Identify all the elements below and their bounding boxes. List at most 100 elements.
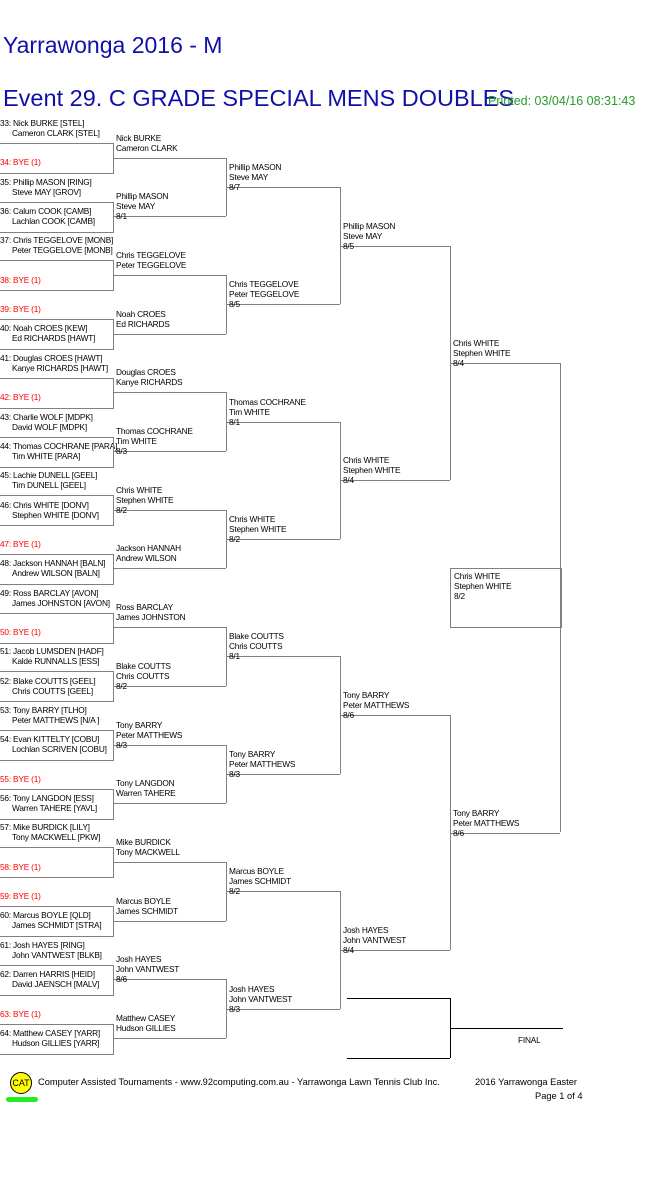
entry-player-1: Marcus BOYLE [QLD]	[13, 910, 91, 921]
entry-player-1: Ross BARCLAY [AVON]	[13, 587, 99, 598]
entry-number: 55:	[0, 773, 14, 784]
round-3-player-2: Tim WHITE	[229, 406, 270, 417]
round-2-line	[113, 392, 226, 394]
round-2-player-1: Ross BARCLAY	[116, 602, 173, 613]
round-3-line	[226, 773, 340, 775]
round-3-player-1: Chris TEGGELOVE	[229, 279, 299, 290]
round-2-line	[113, 1038, 226, 1039]
draw-entry: 33: Nick BURKE [STEL]	[0, 118, 85, 128]
bye-label: BYE (1)	[13, 626, 41, 637]
round-3-player-1: Tony BARRY	[229, 748, 276, 759]
draw-entry: 36: Calum COOK [CAMB]	[0, 206, 91, 216]
draw-entry: 57: Mike BURDICK [LILY]	[0, 822, 90, 832]
entry-number: 60:	[0, 910, 14, 921]
round-2-score: 8/6	[116, 974, 127, 985]
round-3-line	[226, 1008, 340, 1010]
tournament-title: Yarrawonga 2016 - M	[3, 32, 223, 58]
draw-entry-bye: 39: BYE (1)	[0, 304, 41, 314]
entry-number: 59:	[0, 891, 14, 902]
entry-player-1: Calum COOK [CAMB]	[13, 206, 92, 217]
round-2-player-2: Peter MATTHEWS	[116, 729, 183, 740]
draw-entry: 51: Jacob LUMSDEN [HADF]	[0, 646, 104, 656]
round-2-player-1: Douglas CROES	[116, 367, 176, 378]
round-3-connector	[340, 421, 341, 539]
round-2-line	[113, 157, 226, 159]
round-2-player-2: Andrew WILSON	[116, 553, 177, 564]
round-3-score: 8/1	[229, 651, 240, 662]
round-3-score: 8/2	[229, 534, 240, 544]
entry-player-2: Lachlan COOK [CAMB]	[12, 216, 95, 227]
round-2-player-1: Chris TEGGELOVE	[116, 249, 186, 260]
round-2-player-1: Josh HAYES	[116, 954, 162, 965]
entry-player-2: Peter TEGGELOVE [MONB]	[12, 245, 113, 256]
round-2-player-1: Thomas COCHRANE	[116, 426, 193, 436]
entry-player-1: Chris WHITE [DONV]	[13, 499, 89, 510]
round-2-line	[113, 509, 226, 511]
draw-entry: 46: Chris WHITE [DONV]	[0, 500, 89, 510]
round-4-player-2: Stephen WHITE	[343, 465, 401, 476]
entry-player-2: Tony MACKWELL [PKW]	[12, 832, 101, 843]
round-2-player-2: Kanye RICHARDS	[116, 377, 183, 388]
round-4-score: 8/6	[343, 710, 354, 721]
first-round-match-box	[0, 788, 114, 820]
draw-entry-bye: 58: BYE (1)	[0, 862, 41, 872]
round-3-player-2: Stephen WHITE	[229, 524, 287, 534]
round-3-line	[226, 656, 340, 658]
round-4-line	[340, 715, 450, 717]
round-5-player-1: Tony BARRY	[453, 807, 500, 818]
round-2-player-1: Matthew CASEY	[116, 1013, 176, 1023]
round-2-line	[113, 216, 226, 218]
round-2-score: 8/1	[116, 211, 127, 222]
round-3-score: 8/3	[229, 768, 240, 779]
round-3-player-2: Peter MATTHEWS	[229, 758, 296, 769]
entry-player-2: Warren TAHERE [YAVL]	[12, 803, 97, 814]
entry-number: 41:	[0, 352, 14, 363]
draw-entry: 40: Noah CROES [KEW]	[0, 323, 88, 334]
entry-number: 37:	[0, 235, 14, 246]
footer-credit: Computer Assisted Tournaments - www.92co…	[38, 1077, 440, 1087]
draw-entry-bye: 59: BYE (1)	[0, 891, 41, 901]
entry-number: 58:	[0, 861, 14, 872]
round-2-score: 8/3	[116, 446, 127, 456]
entry-number: 52:	[0, 675, 14, 686]
entry-player-1: Tony BARRY [TLHO]	[12, 705, 87, 715]
entry-number: 48:	[0, 558, 14, 569]
round-2-player-1: Marcus BOYLE	[116, 895, 171, 906]
draw-entry: 56: Tony LANGDON [ESS]	[0, 793, 94, 803]
entry-number: 40:	[0, 323, 14, 334]
round-3-player-1: Blake COUTTS	[229, 631, 284, 642]
draw-entry: 64: Matthew CASEY [YARR]	[0, 1028, 100, 1038]
draw-entry: 49: Ross BARCLAY [AVON]	[0, 588, 98, 598]
round-4-player-1: Chris WHITE	[343, 455, 390, 466]
bye-label: BYE (1)	[13, 274, 41, 285]
entry-player-2: Andrew WILSON [BALN]	[12, 568, 100, 579]
winner-player-2: Stephen WHITE	[454, 581, 512, 591]
entry-player-2: Hudson GILLIES [YARR]	[12, 1037, 100, 1048]
draw-entry: 35: Phillip MASON [RING]	[0, 177, 92, 187]
entry-number: 43:	[0, 411, 14, 422]
round-2-player-2: Warren TAHERE	[116, 788, 176, 799]
first-round-match-box	[0, 1023, 114, 1055]
round-2-line	[113, 979, 226, 981]
draw-entry: 41: Douglas CROES [HAWT]	[0, 352, 103, 363]
entry-number: 50:	[0, 626, 14, 637]
entry-player-2: David JAENSCH [MALV]	[12, 979, 100, 990]
round-2-player-1: Noah CROES	[116, 308, 166, 319]
round-3-player-2: Peter TEGGELOVE	[229, 289, 300, 300]
round-5-player-1: Chris WHITE	[453, 337, 500, 348]
footer-tournament: 2016 Yarrawonga Easter	[475, 1077, 577, 1087]
entry-player-1: Douglas CROES [HAWT]	[13, 352, 103, 363]
first-round-match-box	[0, 847, 114, 879]
draw-entry: 44: Thomas COCHRANE [PARA]	[0, 441, 117, 451]
entry-player-2: James JOHNSTON [AVON]	[12, 597, 110, 608]
first-round-match-box	[0, 319, 114, 351]
entry-player-1: Nick BURKE [STEL]	[13, 118, 85, 128]
first-round-match-box	[0, 671, 114, 703]
bye-label: BYE (1)	[13, 157, 41, 168]
round-4-player-1: Josh HAYES	[343, 924, 389, 935]
first-round-match-box	[0, 436, 114, 468]
entry-player-1: Josh HAYES [RING]	[13, 939, 85, 950]
first-round-match-box	[0, 260, 114, 292]
draw-entry: 60: Marcus BOYLE [QLD]	[0, 910, 91, 920]
round-4-line	[340, 245, 450, 247]
